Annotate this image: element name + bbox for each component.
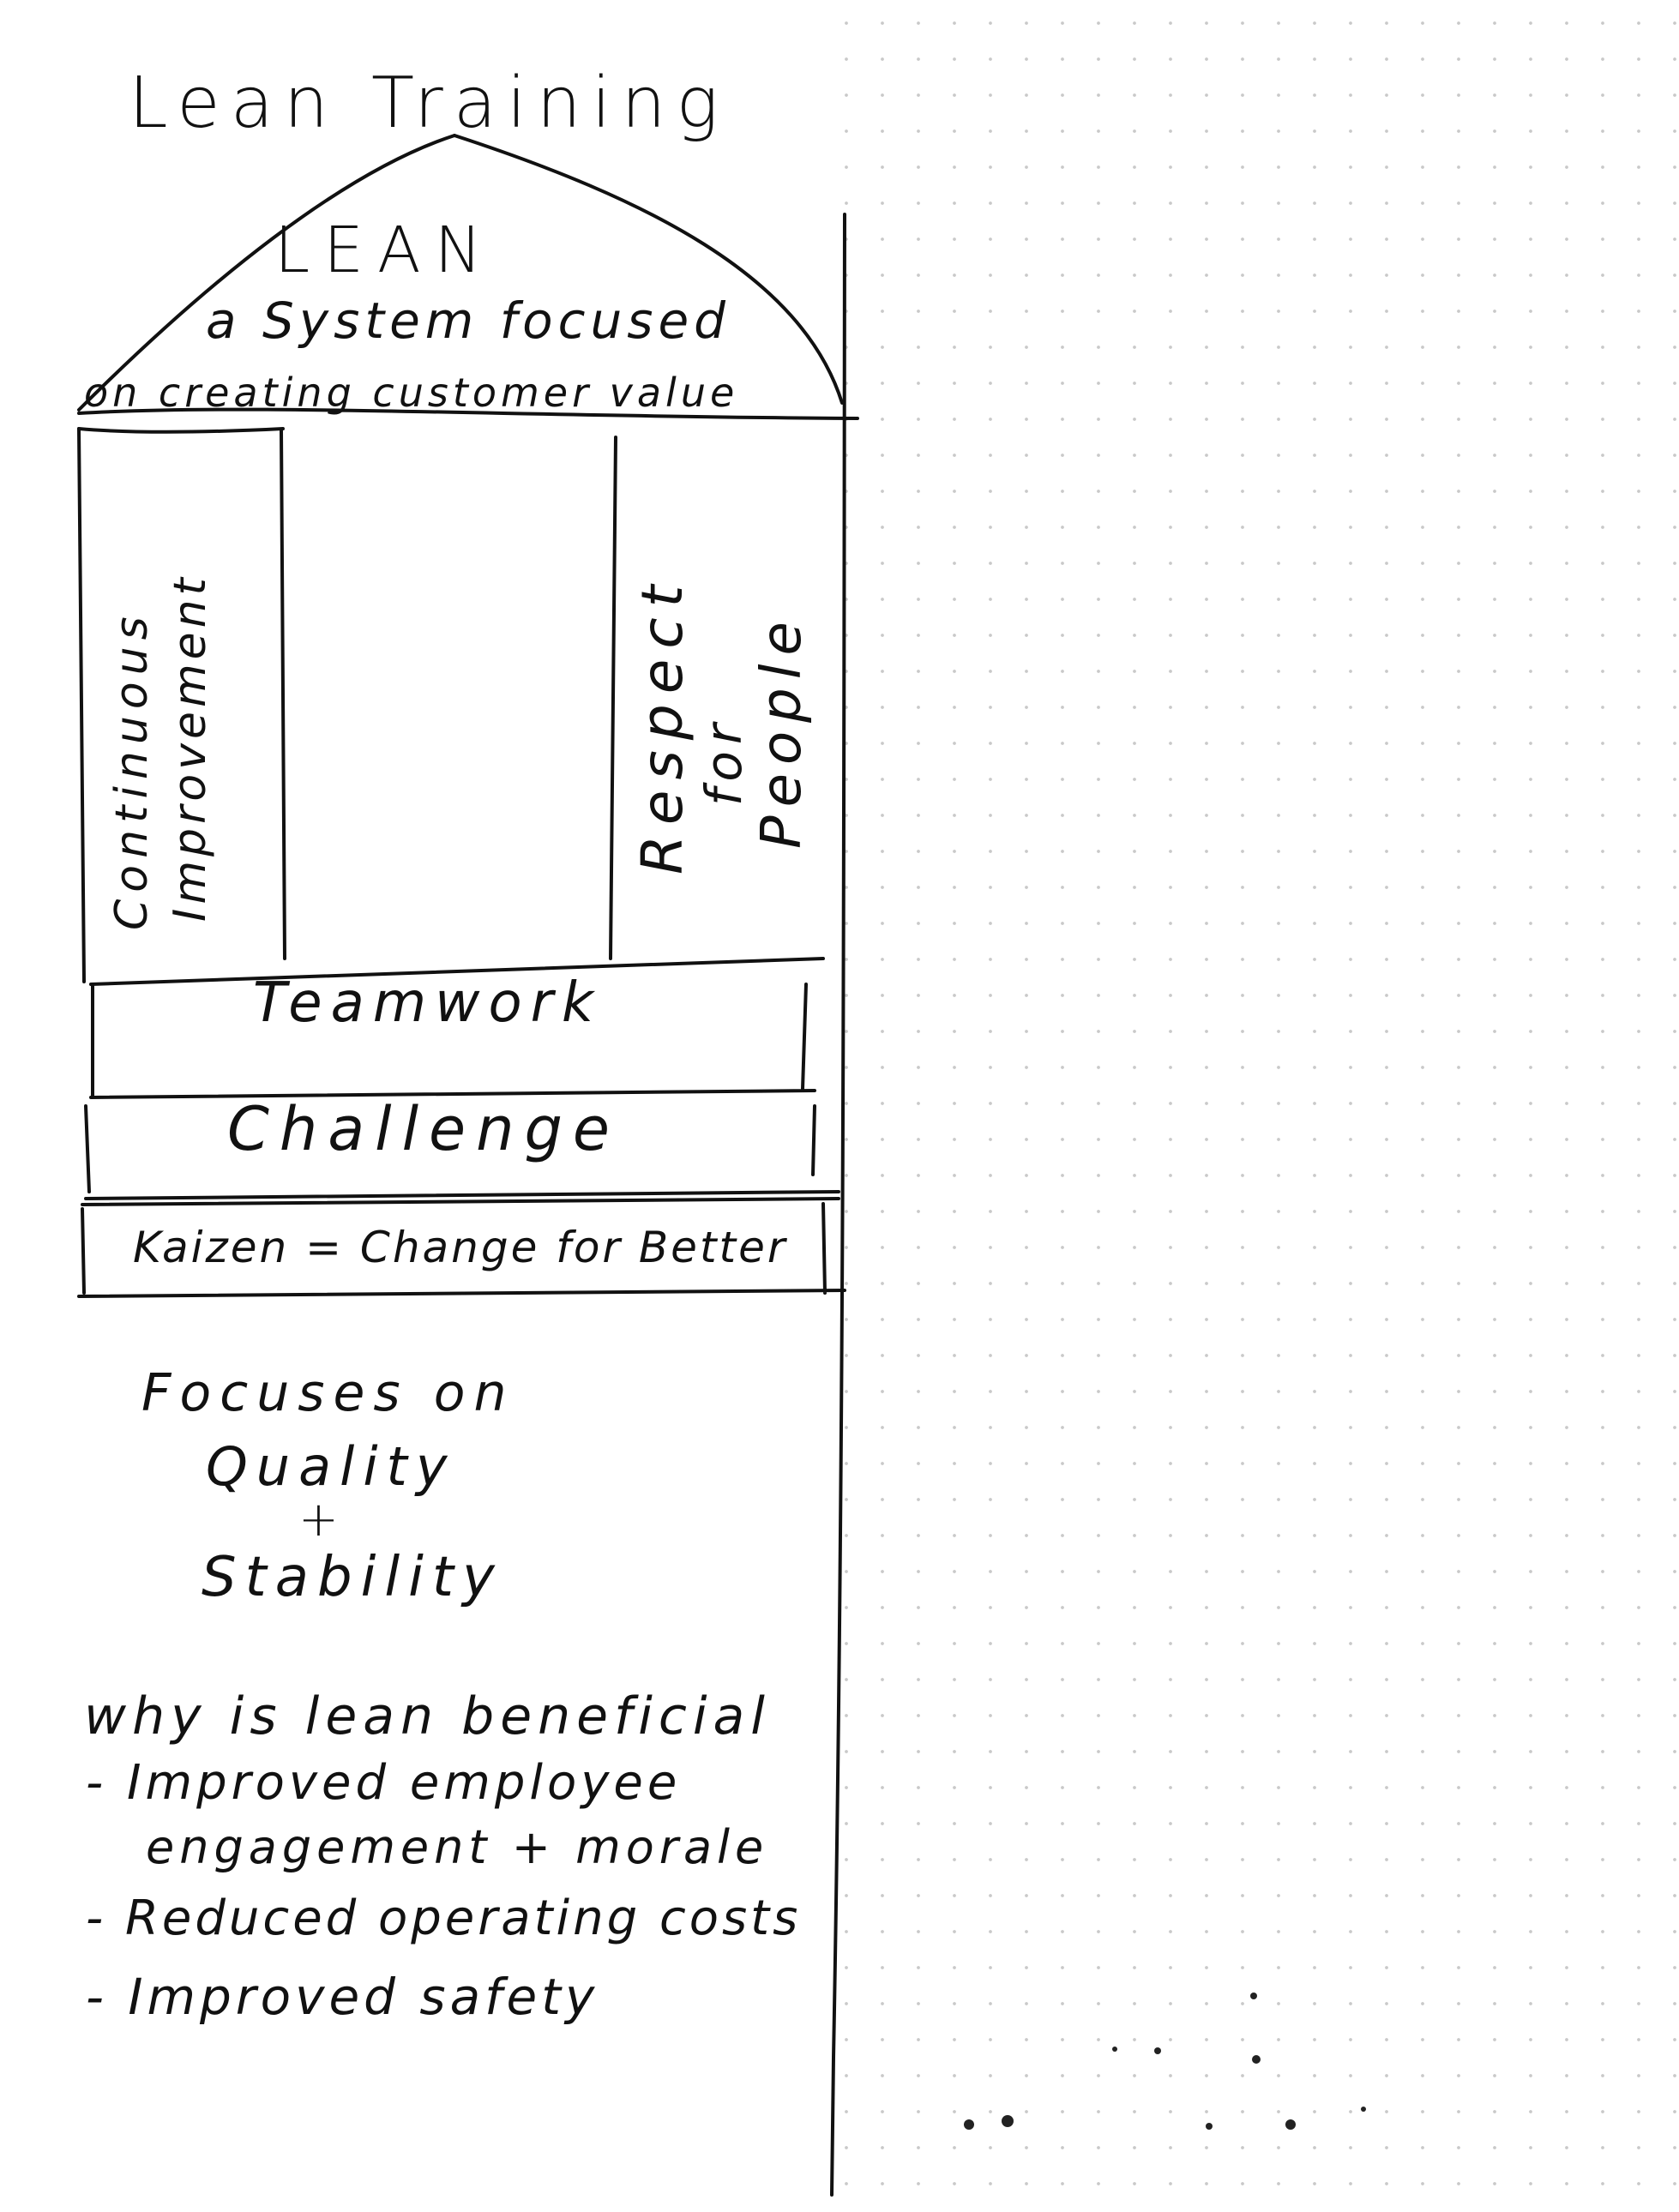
- benefit-item-3: - Improved safety: [86, 1968, 599, 2026]
- right-pillar-line: [609, 436, 617, 960]
- roof-left-slope: [77, 134, 456, 412]
- focus-stability: Stability: [202, 1546, 503, 1609]
- benefits-heading: why is lean beneficial: [84, 1686, 771, 1746]
- challenge-box: [84, 1104, 840, 1200]
- roof-line-1: a System focused: [206, 292, 731, 350]
- benefit-item-2: - Reduced operating costs: [86, 1890, 802, 1946]
- foundation-kaizen: Kaizen = Change for Better: [133, 1223, 788, 1272]
- focus-lead: Focuses on: [141, 1363, 515, 1423]
- roof-beam-underline: [77, 427, 285, 434]
- left-pillar-line: [280, 429, 286, 960]
- teamwork-box: [89, 957, 825, 1099]
- focus-plus: +: [298, 1492, 339, 1548]
- roof-beam: [77, 407, 859, 420]
- roof-line-2: on creating customer value: [84, 370, 739, 416]
- page-margin-line: [830, 213, 846, 2197]
- page-title: Lean Training: [129, 63, 729, 144]
- focus-quality: Quality: [206, 1435, 456, 1498]
- roof-right-slope: [453, 134, 844, 405]
- benefit-item-1: - Improved employee: [86, 1755, 682, 1811]
- roof-heading: LEAN: [274, 213, 496, 287]
- benefit-item-1-cont: engagement + morale: [146, 1820, 769, 1874]
- foundation-teamwork: Teamwork: [253, 971, 602, 1035]
- left-edge-line: [77, 427, 86, 983]
- kaizen-box: [77, 1197, 846, 1298]
- foundation-challenge: Challenge: [227, 1094, 620, 1164]
- notebook-page-left: [0, 0, 845, 2212]
